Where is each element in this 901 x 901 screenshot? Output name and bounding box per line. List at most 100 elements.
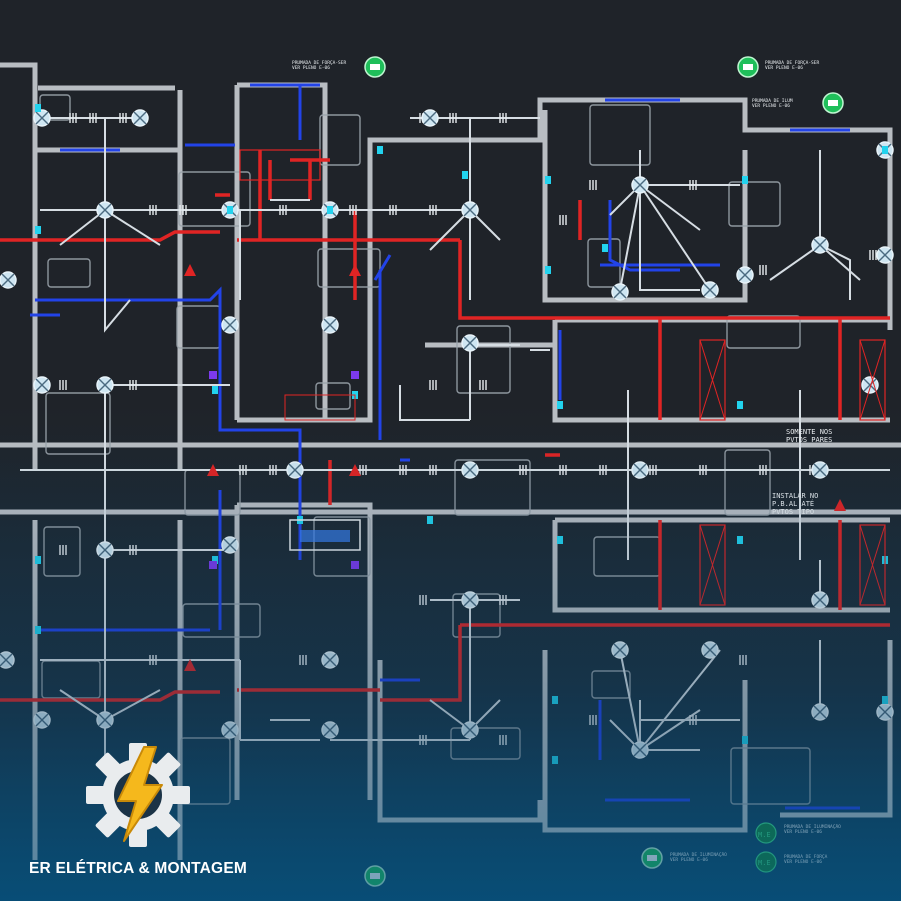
cyan-outlet-mark	[552, 696, 558, 704]
wall-segment	[780, 640, 893, 818]
ceiling-light-icon	[701, 281, 719, 299]
ceiling-light-icon	[611, 283, 629, 301]
cyan-outlet-mark	[427, 516, 433, 524]
gear-tooth	[86, 786, 106, 804]
cyan-outlet-mark	[377, 146, 383, 154]
bathroom-fixture	[859, 524, 886, 606]
switch-marker	[209, 371, 217, 379]
cyan-outlet-mark	[602, 244, 608, 252]
cyan-outlet-mark	[462, 171, 468, 179]
cyan-outlet-mark	[35, 226, 41, 234]
green-junction-icon	[364, 865, 386, 887]
plan-room-outlines	[39, 94, 811, 805]
brand-name: ER ELÉTRICA & MONTAGEM	[29, 860, 247, 877]
ceiling-light-icon	[33, 109, 51, 127]
cyan-outlet-mark	[212, 386, 218, 394]
ceiling-light-icon	[33, 711, 51, 729]
cyan-outlet-mark	[545, 266, 551, 274]
white-run	[819, 150, 851, 300]
diagonal-run	[609, 184, 711, 291]
bathroom-fixture	[699, 524, 726, 606]
room-outline	[176, 305, 221, 349]
wall-segment	[234, 82, 380, 423]
ceiling-light-icon	[286, 461, 304, 479]
ceiling-light-icon	[631, 176, 649, 194]
white-run	[430, 599, 520, 740]
room-outline	[313, 516, 371, 577]
misc-symbols	[184, 149, 886, 671]
triangle-marker	[834, 499, 846, 511]
ceiling-light-icon	[321, 721, 339, 739]
cyan-outlet-mark	[742, 736, 748, 744]
green-junction-icon	[364, 56, 386, 78]
ceiling-light-icon	[96, 201, 114, 219]
room-outline	[450, 727, 521, 760]
triangle-marker	[349, 264, 361, 276]
green-junction-icon	[737, 56, 759, 78]
ceiling-light-icon	[736, 266, 754, 284]
lightning-bolt-icon	[117, 746, 163, 842]
room-outline	[315, 382, 351, 410]
ceiling-light-icon	[811, 591, 829, 609]
switch-marker	[209, 561, 217, 569]
ceiling-light-icon	[221, 536, 239, 554]
ceiling-light-icon	[461, 461, 479, 479]
ceiling-light-icon	[461, 334, 479, 352]
switch-marker	[351, 561, 359, 569]
ceiling-light-icon	[631, 741, 649, 759]
blue-run	[250, 83, 320, 140]
cyan-outlet-mark	[545, 176, 551, 184]
ceiling-light-icon	[96, 711, 114, 729]
room-outline	[728, 181, 781, 227]
ceiling-light-icon	[421, 109, 439, 127]
cyan-outlet-mark	[557, 401, 563, 409]
shaft-box	[284, 394, 356, 421]
white-run	[239, 209, 330, 300]
wall-segment	[542, 650, 748, 833]
cyan-outlet-mark	[882, 146, 888, 154]
cyan-outlet-mark	[327, 206, 333, 214]
cyan-outlet-mark	[35, 556, 41, 564]
panel-breakers	[300, 530, 350, 542]
ceiling-light-icon	[221, 316, 239, 334]
brand-logo: ER ELÉTRICA & MONTAGEM	[28, 740, 248, 890]
ceiling-light-icon	[321, 651, 339, 669]
ceiling-light-icon	[96, 541, 114, 559]
cyan-outlet-mark	[552, 756, 558, 764]
label-me-2: M.E	[758, 859, 771, 867]
ceiling-light-icon	[221, 721, 239, 739]
blue-run	[380, 678, 602, 760]
ceiling-light-icon	[611, 641, 629, 659]
cyan-outlet-mark	[227, 206, 233, 214]
ceiling-light-icon	[631, 461, 649, 479]
ceiling-light-icon	[701, 641, 719, 659]
room-outline	[47, 258, 91, 288]
white-run	[270, 199, 310, 721]
cyan-outlet-mark	[557, 536, 563, 544]
blue-run	[373, 254, 392, 440]
ceiling-light-icon	[321, 316, 339, 334]
ceiling-light-icon	[33, 376, 51, 394]
ceiling-light-icon	[96, 376, 114, 394]
red-run	[237, 625, 462, 702]
room-outline	[41, 660, 101, 699]
cyan-outlet-mark	[35, 626, 41, 634]
gear-tooth	[170, 786, 190, 804]
ceiling-light-icon	[876, 246, 894, 264]
white-run	[627, 390, 801, 560]
ceiling-light-icon	[131, 109, 149, 127]
cyan-outlet-mark	[35, 104, 41, 112]
shaft-box	[239, 149, 321, 181]
gear-icon	[86, 743, 190, 847]
ceiling-light-icon	[811, 461, 829, 479]
